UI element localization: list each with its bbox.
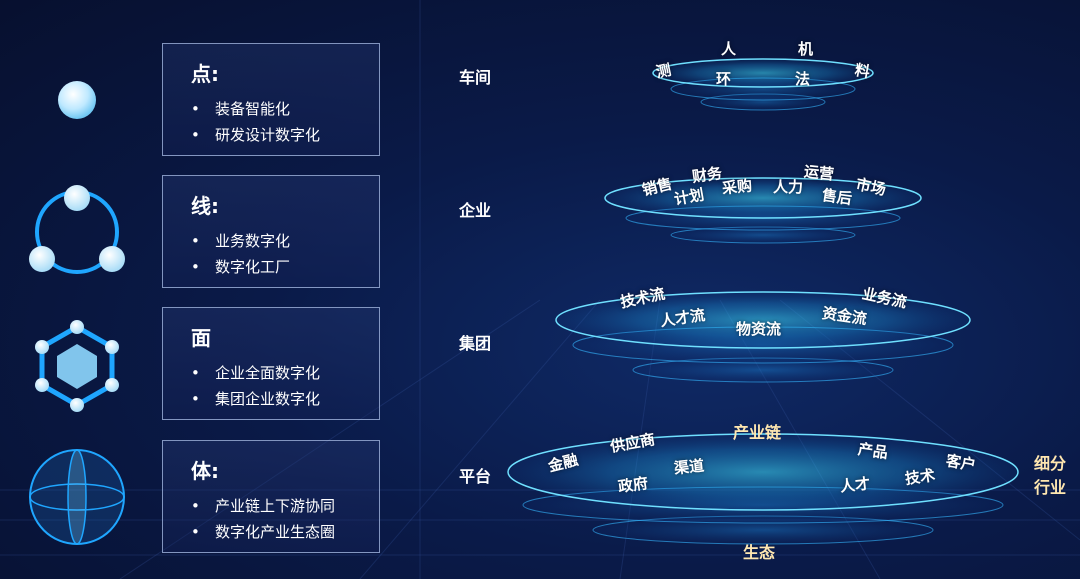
tag-platform: 技术 — [903, 465, 937, 488]
tag-platform-industry-chain: 产业链 — [733, 423, 782, 442]
tag-platform: 产品 — [856, 439, 890, 462]
tag-enterprise: 财务 — [690, 163, 724, 186]
level-box-point: 点: 装备智能化 研发设计数字化 — [162, 43, 380, 156]
hexagon-nodes-icon — [35, 320, 119, 412]
tier-label-group: 集团 — [459, 334, 492, 353]
level-box-body: 体: 产业链上下游协同 数字化产业生态圈 — [162, 440, 380, 553]
tag-platform: 人才 — [839, 474, 871, 496]
level-title: 面 — [191, 326, 211, 350]
tag-workshop: 环 — [716, 70, 732, 88]
tag-platform: 渠道 — [673, 456, 705, 478]
workshop-disc — [652, 58, 874, 111]
tier-label-platform: 平台 — [459, 467, 492, 486]
tag-platform: 政府 — [616, 473, 650, 496]
list-item: 数字化产业生态圈 — [191, 519, 335, 545]
tag-workshop: 机 — [798, 40, 814, 58]
list-item: 产业链上下游协同 — [191, 493, 335, 519]
level-title: 点: — [191, 62, 219, 86]
tag-workshop: 人 — [721, 40, 737, 58]
tag-enterprise: 采购 — [721, 176, 753, 198]
enterprise-disc — [604, 177, 922, 244]
tag-enterprise: 售后 — [820, 185, 854, 208]
light-rays — [573, 118, 973, 460]
sphere-icon — [58, 81, 96, 119]
sub-industry-label: 细分行业 — [1034, 454, 1067, 497]
list-item: 装备智能化 — [191, 96, 320, 122]
tag-group: 物资流 — [736, 320, 782, 338]
list-item: 企业全面数字化 — [191, 360, 320, 386]
list-item: 数字化工厂 — [191, 254, 290, 280]
globe-icon — [29, 449, 125, 545]
level-title: 线: — [191, 194, 219, 218]
level-title: 体: — [191, 459, 219, 483]
list-item: 研发设计数字化 — [191, 122, 320, 148]
level-items: 业务数字化 数字化工厂 — [191, 228, 290, 280]
level-items: 装备智能化 研发设计数字化 — [191, 96, 320, 148]
level-items: 企业全面数字化 集团企业数字化 — [191, 360, 320, 412]
tier-label-enterprise: 企业 — [459, 201, 492, 220]
tier-label-workshop: 车间 — [459, 68, 492, 87]
triangle-nodes-icon — [29, 185, 125, 274]
level-box-surface: 面 企业全面数字化 集团企业数字化 — [162, 307, 380, 420]
tag-workshop: 法 — [795, 70, 811, 88]
ecosystem-label: 生态 — [743, 543, 776, 562]
tag-enterprise: 运营 — [803, 162, 835, 184]
group-disc — [555, 291, 971, 383]
level-box-line: 线: 业务数字化 数字化工厂 — [162, 175, 380, 288]
tag-enterprise: 人力 — [773, 178, 804, 196]
platform-disc — [507, 433, 1019, 545]
level-items: 产业链上下游协同 数字化产业生态圈 — [191, 493, 335, 545]
list-item: 业务数字化 — [191, 228, 290, 254]
list-item: 集团企业数字化 — [191, 386, 320, 412]
